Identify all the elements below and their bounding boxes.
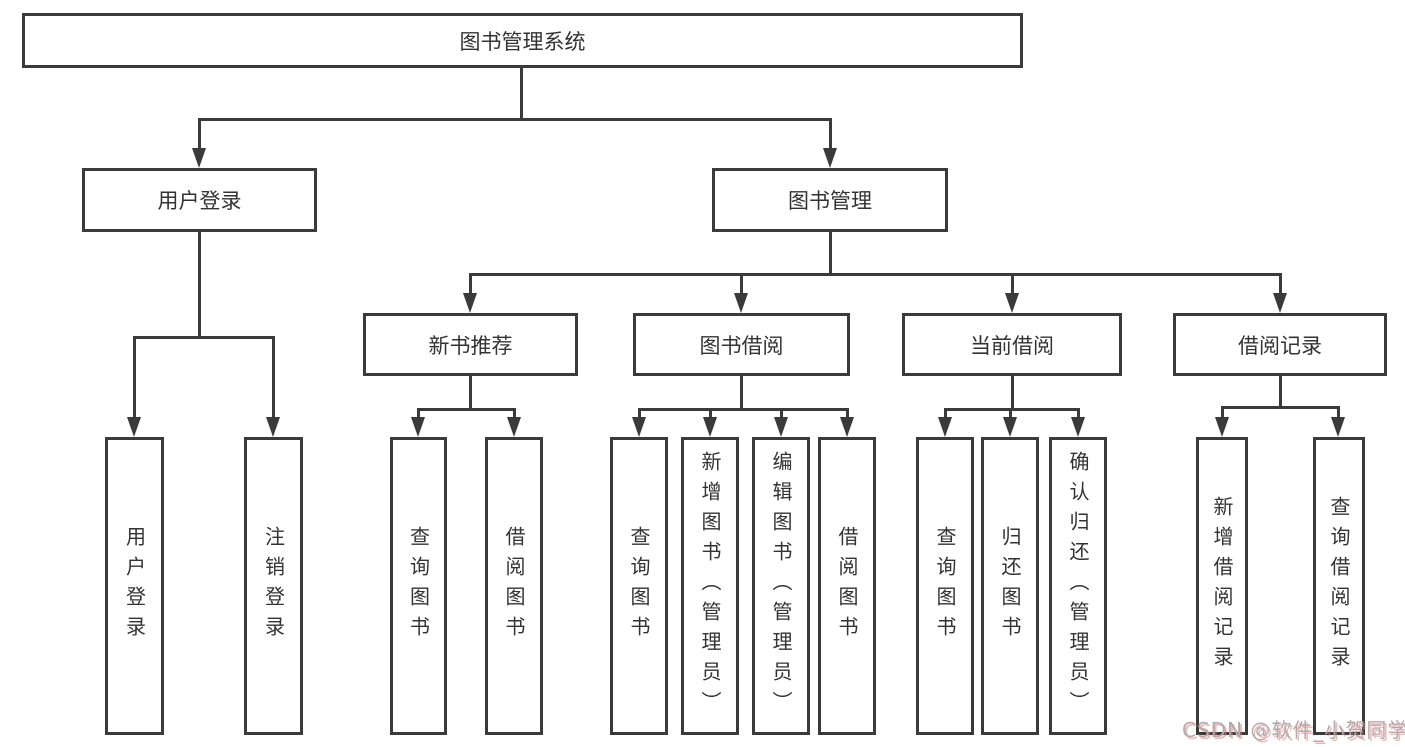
node-user-login: 用户登录	[82, 168, 317, 232]
arrowhead-down-icon	[507, 417, 521, 437]
leaf-borrow-books-recommend: 借阅图书	[485, 437, 543, 735]
leaf-edit-book-admin-label: 编辑图书（管理员）	[769, 451, 793, 721]
arrowhead-down-icon	[840, 417, 854, 437]
leaf-edit-book-admin: 编辑图书（管理员）	[752, 437, 810, 735]
leaf-add-book-admin-label: 新增图书（管理员）	[698, 451, 722, 721]
leaf-user-login-label: 用户登录	[122, 526, 147, 646]
arrowhead-down-icon	[127, 417, 141, 437]
leaf-confirm-return-admin-label: 确认归还（管理员）	[1066, 451, 1090, 721]
connector-line	[513, 408, 516, 418]
node-book-borrow-label: 图书借阅	[699, 333, 784, 358]
arrowhead-down-icon	[734, 293, 748, 313]
connector-line	[417, 408, 420, 418]
arrowhead-down-icon	[1215, 417, 1229, 437]
leaf-add-borrow-record-label: 新增借阅记录	[1210, 496, 1234, 676]
connector-line	[740, 376, 743, 408]
leaf-query-books-borrow: 查询图书	[610, 437, 668, 735]
arrowhead-down-icon	[774, 417, 788, 437]
connector-line	[417, 408, 516, 411]
connector-line	[133, 336, 136, 417]
connector-line	[1077, 408, 1080, 418]
connector-line	[1221, 406, 1340, 409]
connector-line	[1221, 406, 1224, 418]
arrowhead-down-icon	[938, 417, 952, 437]
connector-line	[198, 118, 832, 121]
csdn-watermark: CSDN @软件_小贺同学	[1182, 718, 1405, 742]
connector-line	[1279, 273, 1282, 295]
connector-line	[740, 273, 743, 295]
leaf-add-borrow-record: 新增借阅记录	[1196, 437, 1248, 735]
connector-line	[1009, 408, 1012, 418]
leaf-borrow-books-recommend-label: 借阅图书	[502, 526, 526, 646]
connector-line	[846, 408, 849, 418]
node-book-borrow: 图书借阅	[633, 313, 850, 376]
node-root: 图书管理系统	[22, 13, 1023, 68]
connector-line	[829, 232, 832, 273]
arrowhead-down-icon	[266, 417, 280, 437]
connector-line	[1011, 273, 1014, 295]
node-borrow-records: 借阅记录	[1173, 313, 1387, 376]
connector-line	[638, 408, 848, 411]
connector-line	[780, 408, 783, 418]
leaf-confirm-return-admin: 确认归还（管理员）	[1049, 437, 1107, 735]
node-book-management: 图书管理	[712, 168, 948, 232]
connector-line	[469, 376, 472, 408]
arrowhead-down-icon	[703, 417, 717, 437]
leaf-query-books-current-label: 查询图书	[933, 526, 957, 646]
leaf-return-books: 归还图书	[981, 437, 1039, 735]
leaf-add-book-admin: 新增图书（管理员）	[681, 437, 739, 735]
connector-line	[1279, 376, 1282, 406]
arrowhead-down-icon	[411, 417, 425, 437]
node-current-borrow-label: 当前借阅	[970, 333, 1054, 358]
leaf-query-books-recommend: 查询图书	[390, 437, 447, 735]
arrowhead-down-icon	[192, 148, 206, 168]
connector-line	[272, 336, 275, 417]
arrowhead-down-icon	[1003, 417, 1017, 437]
connector-line	[829, 118, 832, 150]
leaf-query-books-recommend-label: 查询图书	[406, 526, 431, 646]
node-new-book-recommend-label: 新书推荐	[428, 333, 513, 358]
node-root-label: 图书管理系统	[459, 29, 586, 54]
arrowhead-down-icon	[463, 293, 477, 313]
node-borrow-records-label: 借阅记录	[1238, 333, 1322, 358]
arrowhead-down-icon	[1071, 417, 1085, 437]
leaf-return-books-label: 归还图书	[998, 526, 1022, 646]
node-book-management-label: 图书管理	[788, 189, 872, 213]
leaf-query-borrow-record-label: 查询借阅记录	[1327, 496, 1351, 676]
node-current-borrow: 当前借阅	[902, 313, 1122, 376]
arrowhead-down-icon	[1005, 293, 1019, 313]
connector-line	[520, 68, 523, 118]
leaf-borrow-books-label: 借阅图书	[835, 526, 859, 646]
arrowhead-down-icon	[632, 417, 646, 437]
connector-line	[133, 336, 274, 339]
leaf-query-books-borrow-label: 查询图书	[627, 526, 651, 646]
leaf-logout: 注销登录	[244, 437, 303, 735]
node-new-book-recommend: 新书推荐	[363, 313, 578, 376]
leaf-user-login: 用户登录	[105, 437, 164, 735]
connector-line	[638, 408, 641, 418]
connector-line	[1337, 406, 1340, 418]
arrowhead-down-icon	[823, 148, 837, 168]
connector-line	[709, 408, 712, 418]
connector-line	[198, 232, 201, 336]
connector-line	[469, 273, 472, 295]
connector-line	[198, 118, 201, 150]
arrowhead-down-icon	[1331, 417, 1345, 437]
connector-line	[469, 273, 1282, 276]
leaf-logout-label: 注销登录	[261, 526, 286, 646]
leaf-borrow-books: 借阅图书	[818, 437, 876, 735]
leaf-query-borrow-record: 查询借阅记录	[1313, 437, 1365, 735]
node-user-login-label: 用户登录	[157, 189, 242, 213]
leaf-query-books-current: 查询图书	[916, 437, 974, 735]
connector-line	[944, 408, 947, 418]
arrowhead-down-icon	[1273, 293, 1287, 313]
connector-line	[1011, 376, 1014, 408]
